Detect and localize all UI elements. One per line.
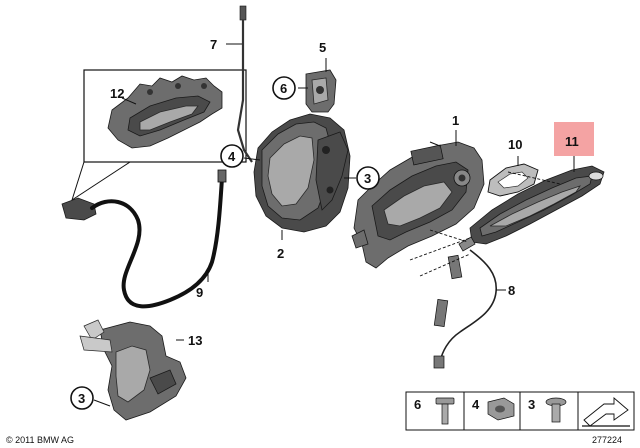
callout-1: 1 (452, 113, 459, 128)
callout-8: 8 (508, 283, 515, 298)
part-outer-door-handle[interactable] (469, 165, 605, 245)
callout-4-circle (220, 144, 244, 168)
callout-3b: 3 (78, 391, 85, 406)
callout-2: 2 (277, 246, 284, 261)
callout-7: 7 (210, 37, 217, 52)
part-bracket[interactable] (79, 319, 187, 421)
callout-3a-circle (356, 166, 380, 190)
callout-4: 4 (228, 149, 236, 164)
part-bowden-cable-outer[interactable] (433, 236, 497, 369)
part-catch[interactable] (305, 69, 337, 113)
callout-3b-circle (70, 386, 94, 410)
part-lock-cover[interactable] (253, 113, 351, 233)
callout-12: 12 (110, 86, 124, 101)
assembly-lines (409, 171, 561, 277)
direction-arrow-icon (582, 397, 630, 427)
part-interior-handle[interactable] (107, 75, 223, 149)
callout-13: 13 (188, 333, 202, 348)
callout-9: 9 (196, 285, 203, 300)
callout-5: 5 (319, 40, 326, 55)
callout-6: 6 (280, 81, 287, 96)
fastener-legend: 6 4 3 (405, 391, 635, 431)
callout-10: 10 (508, 137, 522, 152)
part-rod[interactable] (236, 5, 253, 163)
callout-11: 11 (565, 134, 579, 149)
part-lock-carrier[interactable] (351, 141, 485, 269)
callout-3a: 3 (364, 171, 371, 186)
callout-6-circle (272, 76, 296, 100)
part-gasket[interactable] (487, 163, 539, 197)
leader-lines (93, 43, 575, 407)
screw-icon (545, 397, 567, 423)
diagram-number: 277224 (592, 435, 622, 445)
legend-label-4: 4 (472, 397, 480, 412)
part-bowden-cable-inner[interactable] (61, 169, 227, 309)
copyright-text: © 2011 BMW AG (6, 435, 74, 445)
legend-label-3: 3 (528, 397, 535, 412)
nut-icon (487, 397, 515, 421)
callout-labels: 7 5 6 12 4 3 2 1 10 11 8 9 13 3 (70, 37, 594, 410)
legend-label-6: 6 (414, 397, 421, 412)
bolt-icon (435, 397, 455, 425)
callout-11-highlight (554, 122, 594, 156)
